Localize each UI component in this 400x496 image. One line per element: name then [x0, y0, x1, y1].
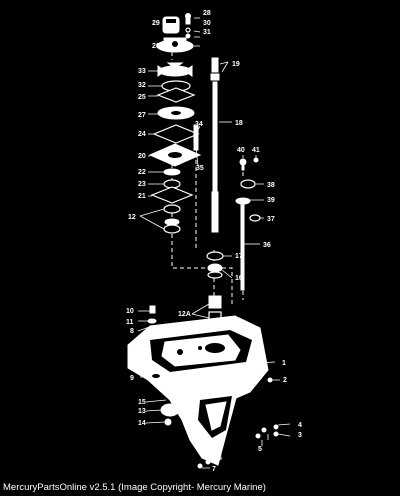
callout-label: 40	[237, 147, 245, 154]
water-pump-components	[148, 13, 202, 234]
callout-label: 36	[263, 242, 271, 249]
callout-label: 5	[258, 446, 262, 453]
callout-label: 33	[138, 68, 146, 75]
callout-label: 2	[283, 377, 287, 384]
assembly-guide-lines	[171, 38, 244, 305]
callout-label: 10	[126, 308, 134, 315]
image-copyright-caption: MercuryPartsOnline v2.5.1 (Image Copyrig…	[3, 482, 266, 493]
callout-label: 4	[298, 422, 302, 429]
callout-label: 34	[195, 121, 203, 128]
gear-housing	[127, 305, 279, 469]
callout-label: 8	[130, 328, 134, 335]
callout-label: 3	[298, 432, 302, 439]
callout-label: 30	[203, 20, 211, 27]
callout-label: 21	[138, 193, 146, 200]
callout-label: 32	[138, 82, 146, 89]
callout-label: 41	[252, 147, 260, 154]
drive-shaft	[206, 57, 224, 337]
callout-label: 1	[282, 360, 286, 367]
callout-label: 16	[235, 275, 243, 282]
callout-label: 13	[138, 408, 146, 415]
callout-label: 23	[138, 181, 146, 188]
callout-label: 24	[138, 131, 146, 138]
callout-label: 12A	[178, 311, 191, 318]
shift-shaft	[235, 157, 261, 291]
callout-label: 12	[128, 214, 136, 221]
callout-label: 17	[235, 253, 243, 260]
callout-label: 14	[138, 420, 146, 427]
callout-label: 11	[126, 319, 134, 326]
callout-label: 7	[212, 466, 216, 473]
callout-label: 6	[218, 455, 222, 462]
callout-label: 9	[130, 375, 134, 382]
callout-label: 28	[203, 10, 211, 17]
callout-numbers: 29 28 30 31 26 19 33 32 25 27 18 24 34 2…	[126, 10, 302, 473]
callout-label: 35	[196, 165, 204, 172]
callout-label: 38	[267, 182, 275, 189]
callout-label: 39	[267, 197, 275, 204]
callout-label: 25	[138, 94, 146, 101]
callout-label: 22	[138, 169, 146, 176]
callout-label: 18	[235, 120, 243, 127]
callout-label: 31	[203, 29, 211, 36]
callout-label: 27	[138, 112, 146, 119]
callout-label: 20	[138, 153, 146, 160]
leader-lines	[137, 17, 291, 469]
callout-label: 37	[267, 216, 275, 223]
callout-label: 15	[138, 399, 146, 406]
callout-label: 19	[232, 61, 240, 68]
impeller-icon	[157, 62, 193, 77]
callout-label: 29	[152, 20, 160, 27]
callout-label: 26	[152, 43, 160, 50]
